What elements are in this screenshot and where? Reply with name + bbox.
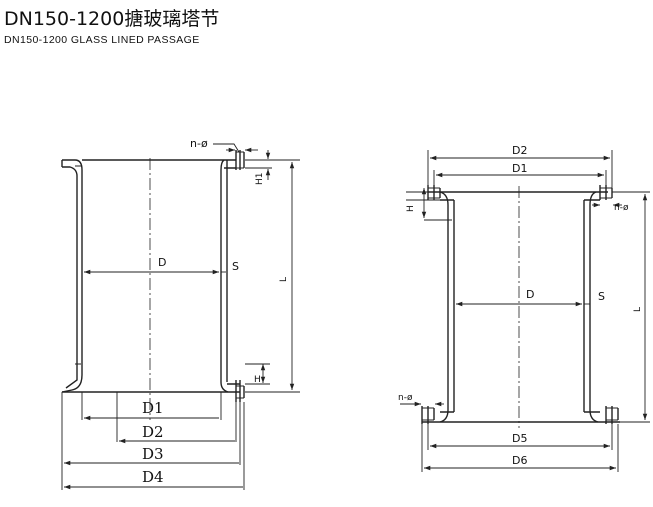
page-subtitle: DN150-1200 GLASS LINED PASSAGE [4,34,200,46]
left-passage-view: D S n-ø H1 L H D1 [61,137,300,490]
left-label-d1: D1 [142,399,164,417]
right-passage-view: D2 D1 H n-ø D S n-ø [398,144,650,472]
right-label-n-phi-top: n-ø [614,203,629,213]
right-label-d6: D6 [512,454,527,467]
right-label-n-phi-bottom: n-ø [398,393,413,403]
right-body-outline [421,185,620,424]
left-label-d3: D3 [142,445,164,463]
right-label-d: D [526,288,534,301]
right-label-h: H [406,205,416,212]
left-label-l: L [279,277,289,282]
left-label-h: H [254,375,261,385]
left-body-outline [61,150,245,402]
left-label-d4: D4 [142,468,164,486]
right-label-d1: D1 [512,162,527,175]
left-label-n-phi: n-ø [190,137,208,150]
right-label-d5: D5 [512,432,527,445]
left-label-s: S [232,260,239,273]
page-title: DN150-1200搪玻璃塔节 [4,8,220,30]
right-label-d2: D2 [512,144,527,157]
left-label-h1: H1 [255,173,265,186]
right-label-s: S [598,290,605,303]
left-label-d2: D2 [142,423,164,441]
left-label-d: D [158,256,166,269]
right-label-l: L [633,307,643,312]
left-n-phi-leader [213,143,240,153]
